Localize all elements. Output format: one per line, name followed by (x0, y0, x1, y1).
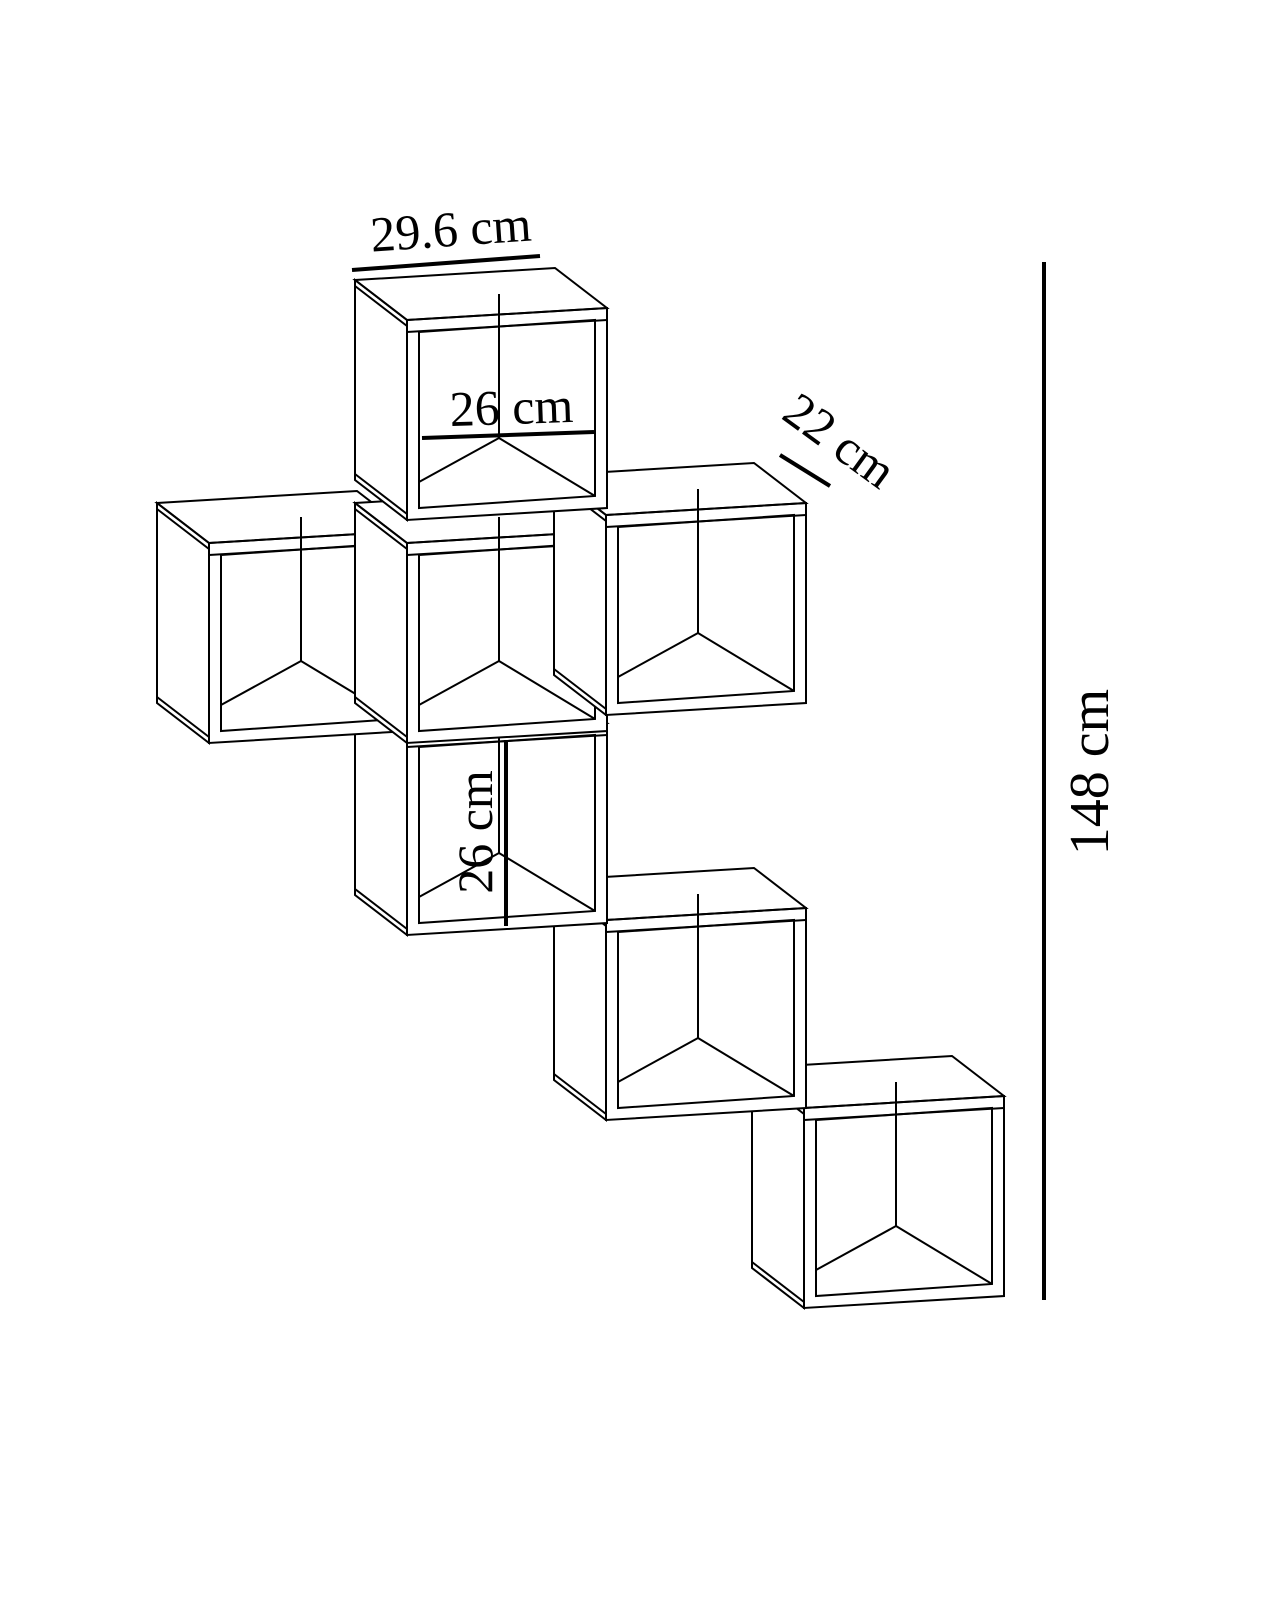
dimension-depth: 22 cm (774, 381, 907, 499)
dimension-total-height: 148 cm (1042, 262, 1121, 1300)
shelf-cubes (154, 266, 1007, 1311)
cube-bottom-right (749, 1054, 1007, 1311)
depth-line (778, 453, 832, 488)
dimension-overall-width: 29.6 cm (351, 195, 541, 272)
inner-height-label: 26 cm (447, 770, 503, 894)
overall-width-label: 29.6 cm (369, 195, 534, 262)
cube-lower-middle (551, 866, 809, 1123)
cube-right (551, 461, 809, 718)
dimension-inner-width: 26 cm (421, 377, 595, 440)
inner-width-label: 26 cm (449, 377, 575, 437)
dimension-inner-height: 26 cm (447, 740, 508, 926)
depth-label: 22 cm (774, 381, 907, 499)
overall-width-line (351, 254, 541, 272)
inner-width-line (421, 430, 595, 440)
cube-top (352, 266, 610, 523)
total-height-label: 148 cm (1059, 689, 1121, 855)
